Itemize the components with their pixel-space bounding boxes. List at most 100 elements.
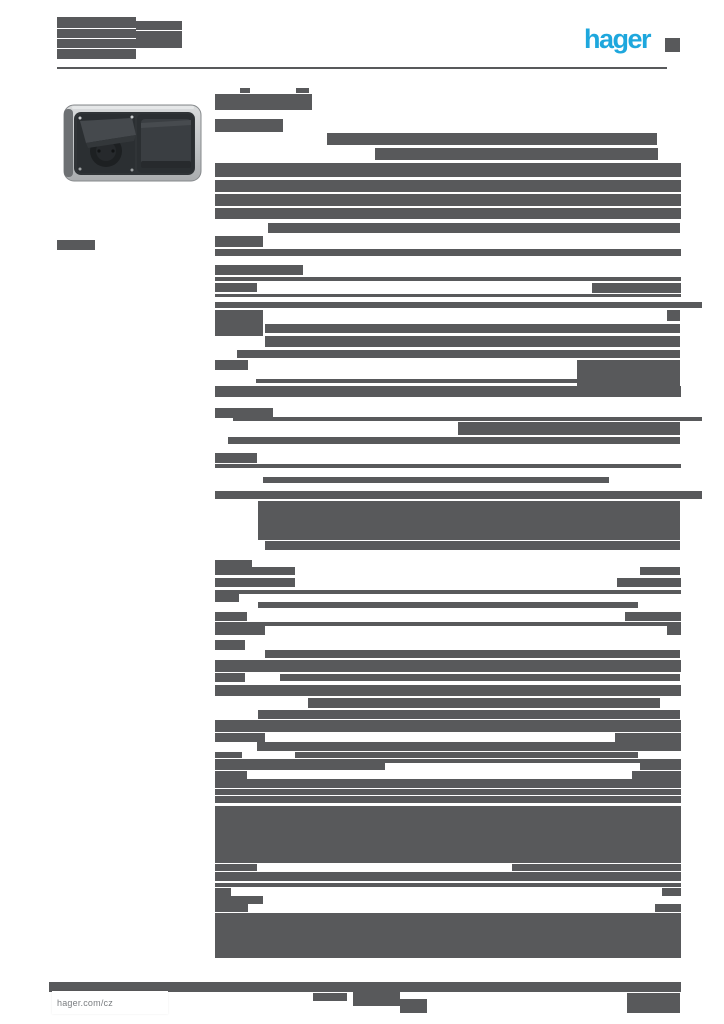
redacted-text-bar	[256, 379, 592, 383]
redacted-text-bar	[215, 277, 681, 281]
redacted-text-bar	[215, 720, 681, 732]
redacted-text-bar	[215, 789, 681, 795]
redacted-text-bar	[215, 208, 681, 219]
redacted-text-bar	[458, 422, 680, 435]
redacted-text-bar	[615, 733, 681, 742]
redacted-text-bar	[228, 437, 680, 444]
redacted-text-bar	[215, 194, 681, 206]
redacted-text-bar	[215, 578, 295, 587]
redacted-text-bar	[375, 148, 658, 160]
redacted-text-bar	[265, 650, 680, 658]
footer-website-link[interactable]: hager.com/cz	[57, 997, 113, 1008]
redacted-text-bar	[632, 771, 681, 779]
redacted-text-bar	[215, 590, 681, 594]
redacted-text-bar	[215, 673, 245, 682]
redacted-text-bar	[57, 29, 136, 38]
redacted-text-bar	[617, 578, 681, 587]
redacted-text-bar	[215, 771, 247, 779]
redacted-text-bar	[237, 350, 680, 358]
redacted-text-bar	[662, 888, 681, 896]
redacted-text-bar	[655, 904, 681, 912]
redacted-text-bar	[215, 896, 263, 904]
redacted-text-bar	[215, 612, 247, 621]
redacted-text-bar	[258, 501, 680, 540]
redacted-text-bar	[577, 360, 680, 397]
redacted-text-bar	[667, 626, 681, 635]
redacted-text-bar	[296, 88, 309, 93]
redacted-text-bar	[215, 119, 283, 132]
redacted-text-bar	[258, 710, 680, 719]
redacted-text-bar	[57, 67, 667, 69]
redacted-text-bar	[215, 872, 681, 881]
redacted-text-bar	[327, 133, 657, 145]
redacted-text-bar	[215, 491, 702, 499]
redacted-text-bar	[640, 567, 680, 575]
redacted-text-bar	[215, 310, 263, 336]
socket-outlet-illustration	[63, 104, 202, 182]
redacted-text-bar	[215, 94, 312, 110]
redacted-text-bar	[263, 477, 609, 483]
hager-logo: hager	[584, 24, 652, 54]
redacted-text-bar	[313, 993, 347, 1001]
redacted-text-bar	[215, 249, 681, 256]
redacted-text-bar	[215, 464, 681, 468]
redacted-text-bar	[215, 622, 681, 626]
redacted-text-bar	[57, 17, 136, 28]
redacted-text-bar	[136, 31, 182, 42]
redacted-text-bar	[353, 989, 400, 1006]
redacted-text-bar	[215, 360, 248, 370]
redacted-text-bar	[215, 763, 385, 770]
redacted-text-bar	[308, 698, 660, 708]
redacted-text-bar	[215, 560, 252, 570]
footer-link-box: hager.com/cz	[52, 991, 168, 1014]
redacted-text-bar	[280, 674, 680, 681]
redacted-text-bar	[215, 779, 681, 788]
redacted-text-bar	[640, 763, 681, 770]
redacted-text-bar	[265, 336, 680, 347]
redacted-text-bar	[57, 49, 136, 59]
redacted-text-bar	[268, 223, 680, 233]
redacted-text-bar	[215, 265, 303, 275]
redacted-text-bar	[667, 310, 680, 321]
redacted-text-bar	[265, 324, 680, 333]
redacted-text-bar	[512, 864, 681, 871]
redacted-text-bar	[215, 408, 273, 418]
redacted-text-bar	[215, 386, 681, 397]
redacted-text-bar	[400, 999, 427, 1013]
redacted-text-bar	[215, 913, 681, 958]
redacted-text-bar	[215, 883, 681, 887]
redacted-text-bar	[233, 417, 702, 421]
redacted-text-bar	[215, 752, 242, 758]
redacted-text-bar	[215, 302, 702, 308]
redacted-text-bar	[625, 612, 681, 621]
redacted-text-bar	[592, 283, 681, 293]
redacted-text-bar	[215, 733, 265, 742]
redacted-text-bar	[627, 993, 680, 1013]
redacted-text-bar	[240, 88, 250, 93]
redacted-text-bar	[665, 38, 680, 52]
redacted-text-bar	[215, 294, 681, 297]
redacted-text-bar	[215, 163, 681, 177]
redacted-text-bar	[215, 759, 681, 763]
redacted-text-bar	[215, 626, 265, 635]
redacted-text-bar	[215, 567, 295, 575]
redacted-text-bar	[57, 240, 95, 250]
redacted-text-bar	[215, 904, 248, 912]
redacted-text-bar	[215, 864, 257, 871]
redacted-text-bar	[215, 594, 239, 602]
redacted-text-bar	[215, 453, 257, 463]
redacted-text-bar	[215, 283, 257, 292]
redacted-text-bar	[215, 236, 263, 247]
redacted-text-bar	[215, 685, 681, 696]
product-photo	[60, 93, 208, 193]
redacted-text-bar	[215, 180, 681, 192]
redacted-text-bar	[215, 660, 681, 672]
redacted-text-bar	[215, 806, 681, 863]
redacted-text-bar	[258, 602, 638, 608]
redacted-text-bar	[136, 21, 182, 30]
redacted-text-bar	[215, 888, 231, 896]
redacted-text-bar	[215, 796, 681, 803]
redacted-text-bar	[295, 752, 638, 758]
redacted-text-bar	[57, 39, 182, 48]
